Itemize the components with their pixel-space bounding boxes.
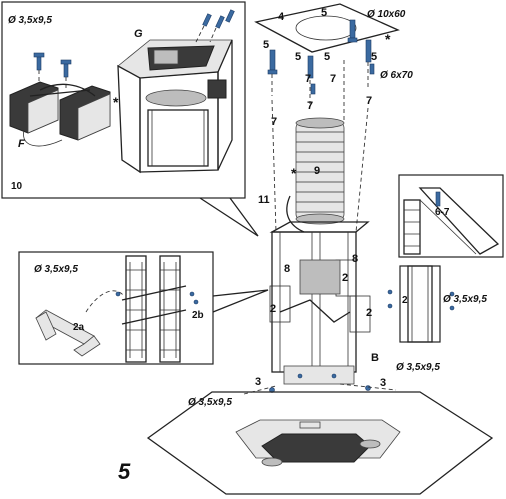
screw-icon <box>33 52 45 84</box>
part-label-2a: 2a <box>73 322 85 333</box>
screw-spec-label: Ø 3,5x9,5 <box>8 15 52 26</box>
ceiling-plate <box>254 3 400 53</box>
part-label-7: 7 <box>366 95 372 107</box>
screw-spec-label: Ø 6x70 <box>380 70 413 81</box>
power-cable <box>286 195 305 233</box>
detail-panel-side-column: 2 Ø 3,5x9,5 <box>387 265 487 343</box>
wall-anchor-icon <box>267 49 278 96</box>
part-label-7: 7 <box>271 116 277 128</box>
part-label-9: 9 <box>314 165 320 177</box>
part-label-8: 8 <box>352 253 358 265</box>
part-label-5: 5 <box>324 51 330 63</box>
screw-spec-label: Ø 3,5x9,5 <box>34 264 78 275</box>
part-label-3: 3 <box>380 377 386 389</box>
detail-panel-motor: Ø 3,5x9,5 F * G <box>1 1 259 237</box>
screw-icon <box>195 9 235 43</box>
part-label-5: 5 <box>295 51 301 63</box>
part-label-2: 2 <box>270 303 276 315</box>
chimney-frame <box>269 221 371 385</box>
part-label-7: 7 <box>307 100 313 112</box>
part-label-11: 11 <box>258 194 270 206</box>
screw-spec-label: Ø 3,5x9,5 <box>188 397 232 408</box>
part-f-bracket <box>9 81 111 147</box>
screw-spec-label: Ø 3,5x9,5 <box>396 362 440 373</box>
part-label-3: 3 <box>255 376 261 388</box>
wall-anchor-icon <box>307 55 314 104</box>
star-marker: * <box>113 94 119 110</box>
star-marker: * <box>291 165 297 181</box>
screw-icon <box>60 59 72 90</box>
screw-icon <box>310 63 375 95</box>
part-label-6-7: 6-7 <box>435 207 450 218</box>
wall-anchor-icon <box>365 39 372 88</box>
part-label-4: 4 <box>278 11 285 23</box>
part-label-f: F <box>18 138 25 150</box>
part-label-7: 7 <box>330 73 336 85</box>
wall-anchor-icon <box>347 19 358 43</box>
part-label-5: 5 <box>321 7 327 19</box>
anchor-spec-label: Ø 10x60 <box>367 9 406 20</box>
part-label-8: 8 <box>284 263 290 275</box>
part-label-2: 2 <box>366 307 372 319</box>
part-g-motor-housing <box>117 39 233 174</box>
part-label-5: 5 <box>263 39 269 51</box>
screw-spec-label: Ø 3,5x9,5 <box>443 294 487 305</box>
part-label-2b: 2b <box>192 310 204 321</box>
star-marker: * <box>385 31 391 47</box>
hood-canopy <box>146 391 494 495</box>
step-ref-10: 10 <box>11 181 23 192</box>
detail-panel-brackets: Ø 3,5x9,5 2a 2b <box>18 251 269 365</box>
detail-panel-top-bracket: 6-7 <box>398 174 504 258</box>
part-label-7: 7 <box>305 73 311 85</box>
part-label-2: 2 <box>342 272 348 284</box>
part-label-g: G <box>134 28 143 40</box>
step-number: 5 <box>118 459 131 484</box>
part-label-b: B <box>371 352 379 364</box>
part-label-2: 2 <box>402 295 408 306</box>
part-label-5: 5 <box>371 51 377 63</box>
